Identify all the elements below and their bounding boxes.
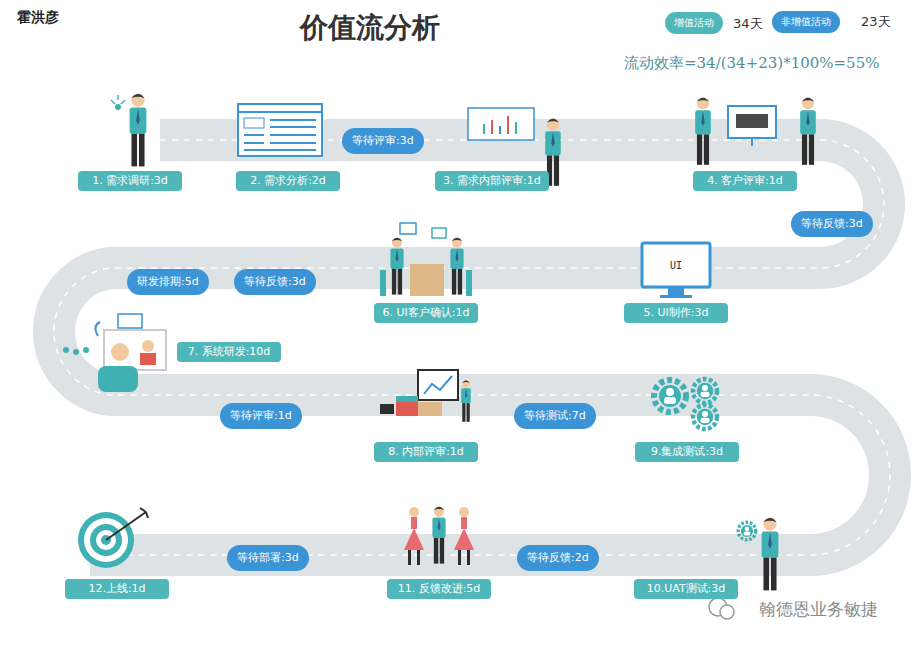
label-text: 霍洪彦 [17, 9, 59, 27]
legend-text: 增值活动 [674, 17, 714, 28]
node-text: 等待部署:3d [237, 551, 299, 564]
node-text: 等待反馈:3d [801, 217, 863, 230]
title: 价值流分析 [300, 9, 440, 47]
waiting-pill: 等待评审:3d [342, 128, 424, 154]
activity-box: 9.集成测试:3d [635, 442, 739, 462]
node-text: 9.集成测试:3d [651, 445, 723, 458]
label-text: UI [670, 260, 682, 271]
node-text: 等待反馈:2d [527, 551, 589, 564]
node-text: 等待评审:1d [230, 409, 292, 422]
activity-box: 2. 需求分析:2d [236, 171, 340, 191]
node-text: 7. 系统研发:10d [188, 345, 271, 358]
waiting-pill: 等待评审:1d [220, 403, 302, 429]
node-text: 8. 内部评审:1d [388, 445, 464, 458]
node-text: 等待反馈:3d [244, 275, 306, 288]
legend-swatch: 增值活动 [665, 12, 723, 34]
node-text: 4. 客户评审:1d [707, 174, 783, 187]
node-text: 3. 需求内部评审:1d [443, 174, 541, 187]
activity-box: 5. UI制作:3d [624, 303, 728, 323]
waiting-pill: 研发排期:5d [127, 269, 209, 295]
activity-box: 1. 需求调研:3d [78, 171, 182, 191]
waiting-pill: 等待部署:3d [227, 545, 309, 571]
node-text: 10.UAT测试:3d [647, 582, 726, 595]
activity-box: 12.上线:1d [65, 579, 169, 599]
legend-swatch: 非增值活动 [772, 11, 840, 33]
node-text: 6. UI客户确认:1d [383, 306, 470, 319]
node-text: 12.上线:1d [88, 582, 145, 595]
label-text: 翰德恩业务敏捷 [759, 598, 878, 621]
node-text: 11. 反馈改进:5d [398, 582, 481, 595]
activity-box: 3. 需求内部评审:1d [435, 171, 549, 191]
waiting-pill: 等待反馈:3d [791, 211, 873, 237]
node-text: 5. UI制作:3d [644, 306, 709, 319]
label-text: 流动效率=34/(34+23)*100%=55% [624, 54, 879, 73]
waiting-pill: 等待测试:7d [514, 403, 596, 429]
activity-box: 4. 客户评审:1d [693, 171, 797, 191]
legend-text: 非增值活动 [781, 16, 831, 27]
activity-box: 8. 内部评审:1d [374, 442, 478, 462]
waiting-pill: 等待反馈:3d [234, 269, 316, 295]
activity-box: 10.UAT测试:3d [634, 579, 738, 599]
node-text: 等待测试:7d [524, 409, 586, 422]
waiting-pill: 等待反馈:2d [517, 545, 599, 571]
node-text: 2. 需求分析:2d [250, 174, 326, 187]
activity-box: 7. 系统研发:10d [177, 342, 281, 362]
node-text: 研发排期:5d [137, 275, 199, 288]
label-text: 23天 [861, 13, 891, 31]
activity-box: 6. UI客户确认:1d [374, 303, 478, 323]
activity-box: 11. 反馈改进:5d [387, 579, 491, 599]
node-text: 1. 需求调研:3d [92, 174, 168, 187]
label-text: 34天 [733, 15, 763, 33]
node-text: 等待评审:3d [352, 134, 414, 147]
